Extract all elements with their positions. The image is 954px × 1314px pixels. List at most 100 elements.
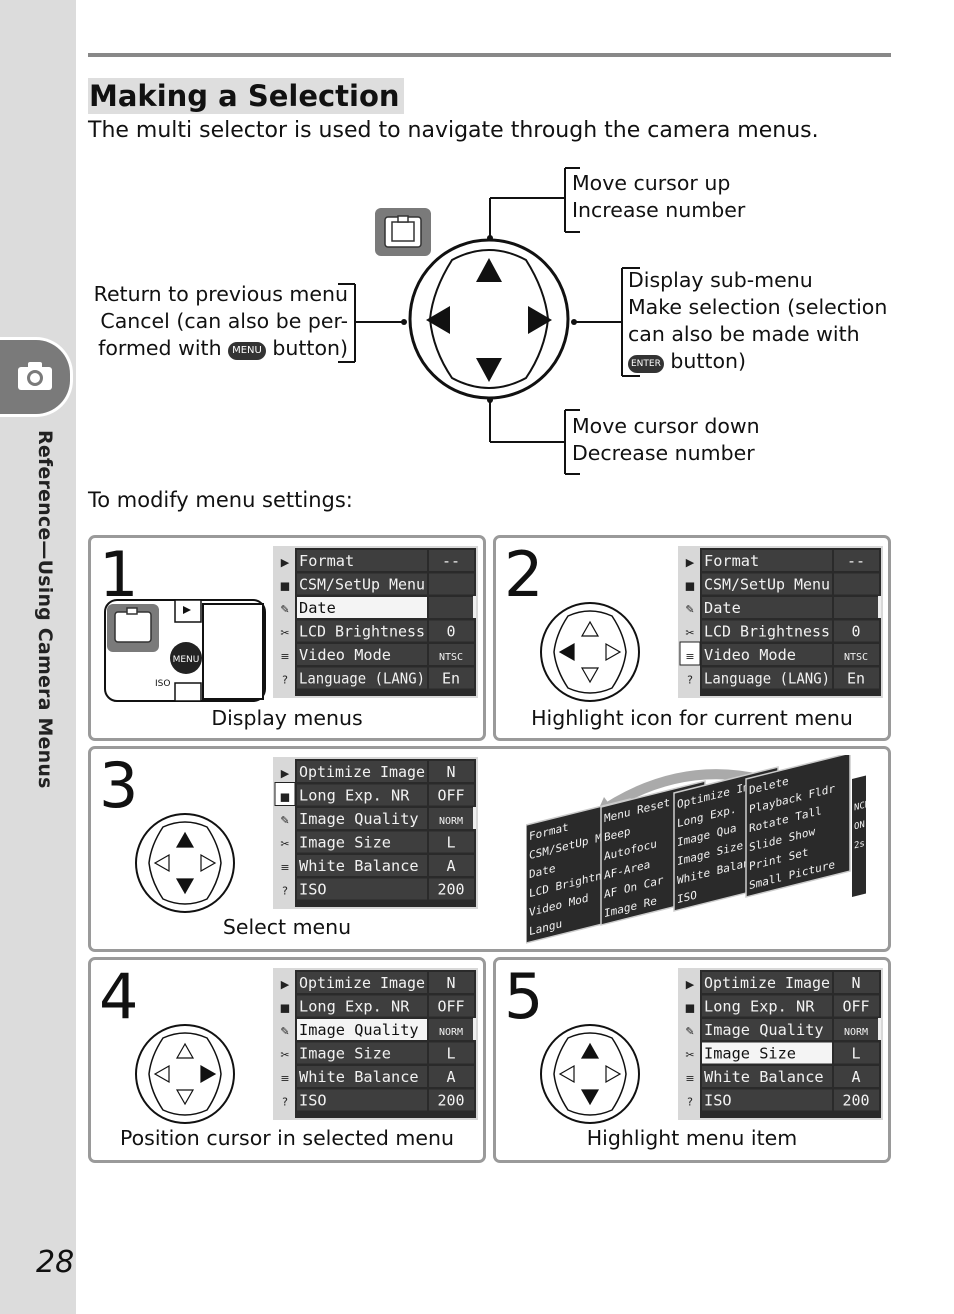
shooting_menu-item-label: Long Exp. NR bbox=[299, 998, 410, 1016]
sidebar-label: Reference—Using Camera Menus bbox=[34, 430, 56, 789]
shooting_menu-item-label: Long Exp. NR bbox=[704, 998, 815, 1016]
menu-row bbox=[297, 831, 427, 853]
shooting_menu-item-label: Image Quality bbox=[299, 810, 419, 828]
menu-tab-icon: ✂ bbox=[685, 1049, 694, 1062]
menu-tab-icon: ✎ bbox=[280, 1025, 289, 1038]
shooting_menu-item-label: White Balance bbox=[704, 1068, 824, 1086]
shooting_menu-item-value: A bbox=[851, 1068, 860, 1086]
menu-tab-icon: ≡ bbox=[280, 650, 289, 663]
setup_menu-item-value: NTSC bbox=[844, 652, 868, 663]
shooting_menu-item-value: 200 bbox=[842, 1092, 869, 1110]
arrow-up-icon bbox=[476, 258, 502, 282]
shooting_menu-item-value: NORM bbox=[439, 816, 463, 827]
shooting_menu-item-value: OFF bbox=[437, 787, 464, 805]
menu-tab-icon: ✎ bbox=[280, 603, 289, 616]
menu-tab-icon: ≡ bbox=[280, 1072, 289, 1085]
menu-row bbox=[297, 878, 427, 900]
menu-row bbox=[702, 550, 832, 571]
menu-row bbox=[297, 855, 427, 876]
menu-value-cell bbox=[429, 784, 474, 806]
shooting_menu-item-value: 200 bbox=[437, 881, 464, 899]
menu-value-cell bbox=[429, 855, 474, 876]
shooting_menu-item-label: Image Size bbox=[299, 1045, 391, 1063]
step-caption: Highlight menu item bbox=[586, 1126, 798, 1150]
section-intro: The multi selector is used to navigate t… bbox=[88, 118, 819, 143]
arrow-up-icon bbox=[175, 831, 195, 848]
setup_menu-item-value: -- bbox=[442, 552, 460, 570]
menu-tab-icon: ▶ bbox=[686, 556, 695, 569]
step-number: 2 bbox=[504, 538, 544, 611]
menu-row bbox=[297, 667, 427, 689]
shooting_menu-item-value: A bbox=[446, 857, 455, 875]
arrow-right-icon bbox=[528, 306, 552, 334]
right-label: Display sub-menu Make selection (selecti… bbox=[628, 268, 888, 373]
menu-value-cell bbox=[429, 550, 474, 571]
menu-row bbox=[702, 1019, 832, 1040]
arrow-down-icon bbox=[580, 667, 600, 684]
setup_menu-item-label: Language (LANG) bbox=[704, 670, 830, 688]
left-label: Return to previous menu Cancel (can also… bbox=[93, 282, 348, 360]
menu-row bbox=[702, 972, 832, 993]
menu-row bbox=[297, 1066, 427, 1087]
shooting_menu-item-label: Image Quality bbox=[299, 1021, 419, 1039]
menu-row bbox=[297, 808, 427, 829]
menu-row bbox=[702, 620, 832, 642]
shooting_menu-item-label: White Balance bbox=[299, 1068, 419, 1086]
setup_menu-item-label: Video Mode bbox=[704, 646, 796, 664]
step-2-panel: 2 Format--▶CSM/SetUp Menu■Date✎LCD Brigh… bbox=[493, 535, 891, 741]
enter-button-icon: ENTER bbox=[628, 355, 664, 373]
setup_menu-item-value: 0 bbox=[851, 623, 860, 641]
menu-row bbox=[297, 784, 427, 806]
menu-row bbox=[702, 644, 832, 665]
menu-tab-icon: ✂ bbox=[280, 627, 289, 640]
menu-value-cell bbox=[429, 761, 474, 782]
shooting_menu-item-value: A bbox=[446, 1068, 455, 1086]
menu-value-cell bbox=[429, 573, 474, 595]
shooting_menu-item-label: White Balance bbox=[299, 857, 419, 875]
menu-value-cell bbox=[429, 1089, 474, 1111]
menu-row bbox=[702, 573, 832, 595]
menu-row bbox=[297, 1042, 427, 1064]
shooting_menu-item-label: Long Exp. NR bbox=[299, 787, 410, 805]
step-caption: Select menu bbox=[222, 915, 352, 939]
arrow-down-icon bbox=[580, 1089, 600, 1106]
menu-tab-icon: ≡ bbox=[280, 861, 289, 874]
shooting_menu-item-value: L bbox=[446, 834, 455, 852]
menu-tab-icon: ■ bbox=[685, 580, 695, 593]
menu-value-cell bbox=[429, 1066, 474, 1087]
arrow-right-icon bbox=[605, 1064, 622, 1084]
setup_menu-item-label: Language (LANG) bbox=[299, 670, 425, 688]
menu-tab-icon: ✎ bbox=[280, 814, 289, 827]
menu-value-cell bbox=[429, 831, 474, 853]
menu-row bbox=[297, 1089, 427, 1111]
menu-tab-icon: ▶ bbox=[281, 978, 290, 991]
menu-row bbox=[297, 644, 427, 665]
multi-selector-diagram bbox=[338, 167, 640, 475]
shooting_menu-item-label: Optimize Image bbox=[299, 763, 425, 781]
cascade-item-value: ON bbox=[854, 820, 865, 833]
menu-value-cell bbox=[834, 972, 879, 993]
shooting_menu-item-label: Image Size bbox=[299, 834, 391, 852]
menu-row bbox=[702, 667, 832, 689]
menu-row bbox=[702, 1089, 832, 1111]
menu-row bbox=[297, 972, 427, 993]
menu-value-cell bbox=[834, 573, 879, 595]
setup_menu-item-label: Date bbox=[704, 599, 741, 617]
multi-selector-icon bbox=[135, 813, 235, 913]
arrow-right-icon bbox=[605, 642, 622, 662]
menu-value-cell bbox=[834, 620, 879, 642]
arrow-right-icon bbox=[200, 1064, 217, 1084]
setup_menu-item-label: Format bbox=[299, 552, 354, 570]
setup_menu-item-value: En bbox=[442, 670, 460, 688]
menu-value-cell bbox=[429, 808, 474, 829]
menu-tab-icon: ? bbox=[687, 1096, 693, 1109]
menu-tab-icon: ≡ bbox=[685, 1072, 694, 1085]
arrow-down-icon bbox=[175, 878, 195, 895]
menu-row bbox=[702, 1042, 832, 1064]
